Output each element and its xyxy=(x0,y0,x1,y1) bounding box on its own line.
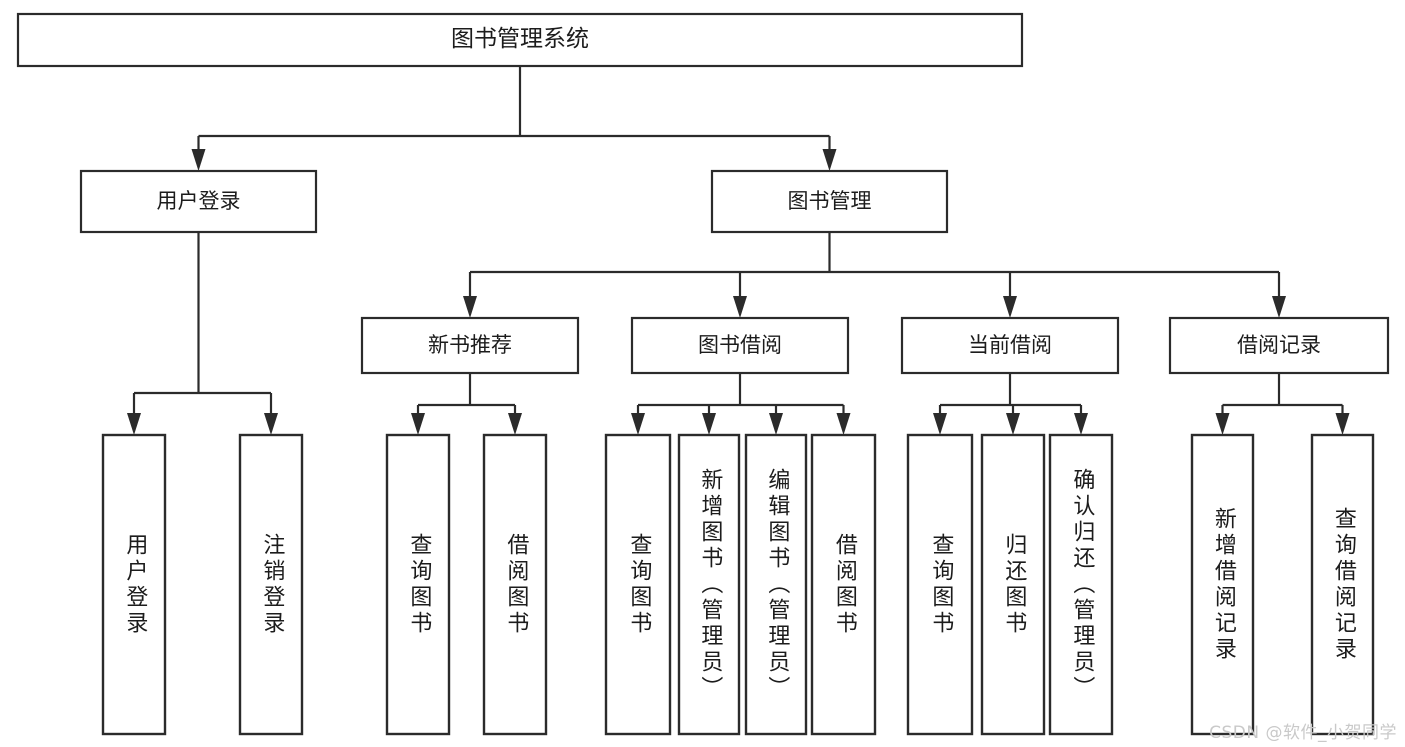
node-box-leaf-query-book-borrow[interactable] xyxy=(604,433,672,736)
arrow-head-icon-leaf-query-book-borrow xyxy=(631,413,645,435)
node-box-leaf-query-book-current[interactable] xyxy=(906,433,974,736)
node-box-leaf-borrow-book[interactable] xyxy=(810,433,877,736)
node-box-leaf-add-record[interactable] xyxy=(1190,433,1255,736)
node-box-leaf-add-book[interactable] xyxy=(677,433,741,736)
node-box-book-borrow[interactable] xyxy=(630,316,850,375)
node-box-book-manage[interactable] xyxy=(710,169,949,234)
arrow-head-icon-leaf-add-record xyxy=(1215,413,1230,435)
arrow-head-icon-leaf-query-book-rec xyxy=(411,413,425,435)
arrow-head-icon-leaf-borrow-book-rec xyxy=(508,413,522,435)
arrow-head-icon-book-borrow xyxy=(733,296,747,318)
node-box-leaf-user-login[interactable] xyxy=(101,433,167,736)
node-box-borrow-record[interactable] xyxy=(1168,316,1390,375)
arrow-head-icon-current-borrow xyxy=(1003,296,1017,318)
node-box-leaf-query-record[interactable] xyxy=(1310,433,1375,736)
arrow-head-icon-new-book-recommend xyxy=(463,296,477,318)
arrow-head-icon-leaf-return-book xyxy=(1006,413,1020,435)
node-box-leaf-query-book-rec[interactable] xyxy=(385,433,451,736)
node-box-leaf-edit-book[interactable] xyxy=(744,433,808,736)
arrow-head-icon-borrow-record xyxy=(1272,296,1286,318)
arrow-head-icon-leaf-query-record xyxy=(1335,413,1350,435)
node-box-new-book-recommend[interactable] xyxy=(360,316,580,375)
arrow-head-icon-leaf-add-book xyxy=(702,413,716,435)
arrow-head-icon-leaf-edit-book xyxy=(769,413,783,435)
node-box-leaf-return-book[interactable] xyxy=(980,433,1046,736)
arrow-head-icon-leaf-query-book-current xyxy=(933,413,947,435)
node-box-leaf-borrow-book-rec[interactable] xyxy=(482,433,548,736)
arrow-head-icon-leaf-user-login xyxy=(127,413,141,435)
arrow-head-icon-user-login xyxy=(191,149,206,171)
arrow-head-icon-leaf-logout xyxy=(264,413,278,435)
node-box-user-login[interactable] xyxy=(79,169,318,234)
node-boxes-group xyxy=(16,12,1390,736)
node-box-leaf-confirm-return[interactable] xyxy=(1048,433,1114,736)
edges-group xyxy=(127,66,1350,435)
arrow-head-icon-leaf-borrow-book xyxy=(836,413,851,435)
csdn-watermark: CSDN @软件_小贺同学 xyxy=(1209,723,1397,743)
node-box-leaf-logout[interactable] xyxy=(238,433,304,736)
arrow-head-icon-leaf-confirm-return xyxy=(1074,413,1088,435)
node-box-current-borrow[interactable] xyxy=(900,316,1120,375)
arrow-head-icon-book-manage xyxy=(822,149,837,171)
node-box-root[interactable] xyxy=(16,12,1024,68)
